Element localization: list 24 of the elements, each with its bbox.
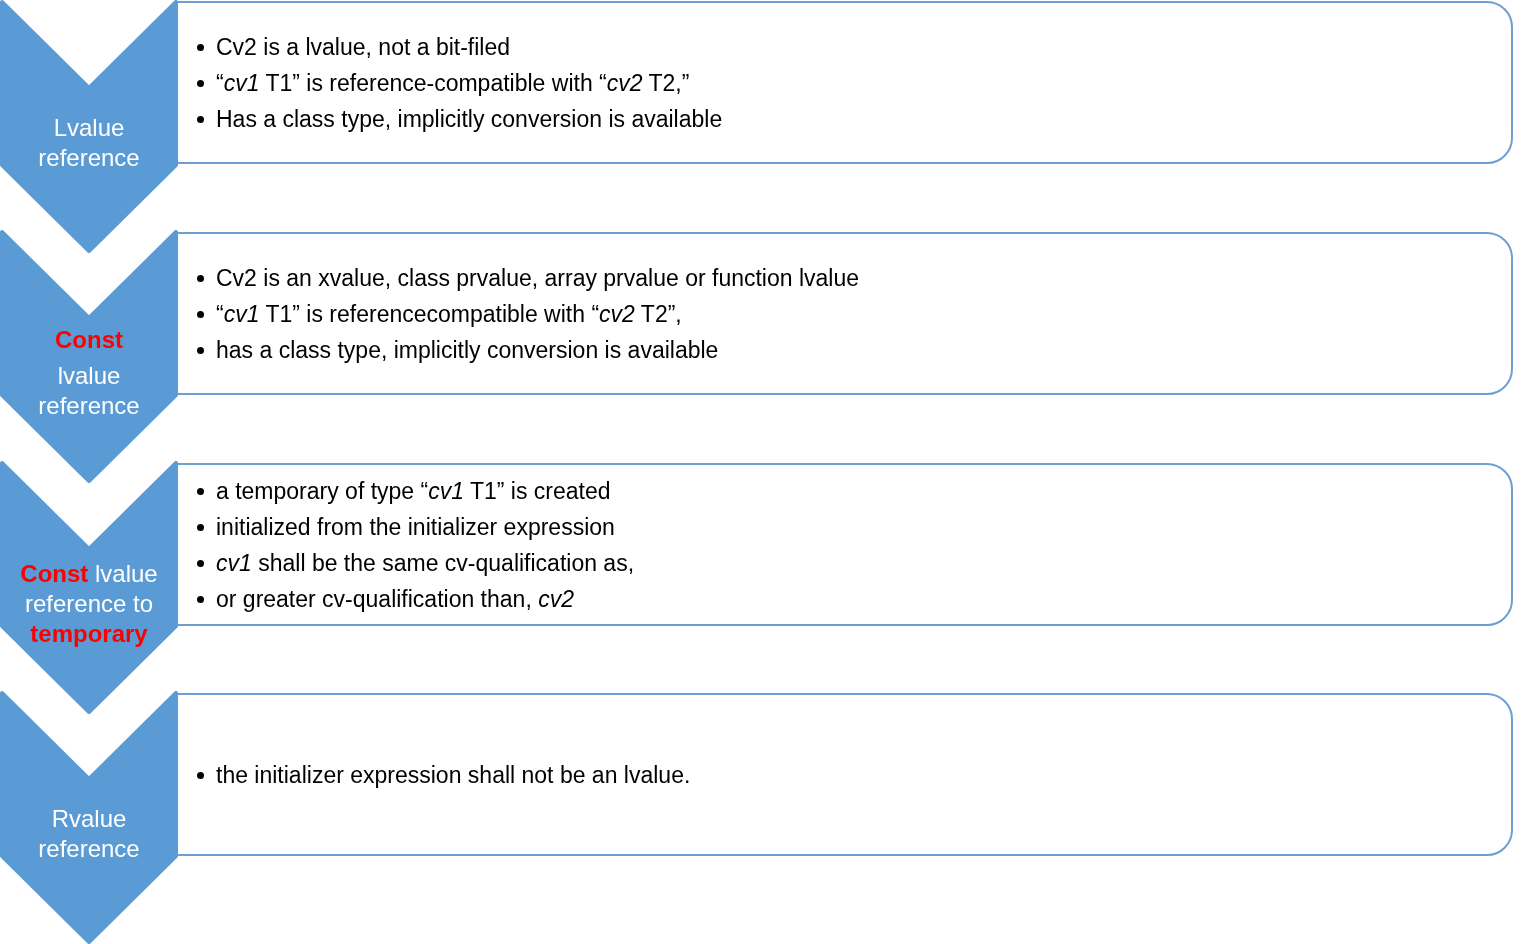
bullet-item: Has a class type, implicitly conversion is available <box>196 100 723 137</box>
bullet-item: a temporary of type “cv1 T1” is created <box>196 472 611 509</box>
chevron-step <box>0 461 178 714</box>
description-panel <box>176 232 1513 395</box>
step-label: Lvalue reference <box>37 112 141 173</box>
bullet-item: or greater cv-qualification than, cv2 <box>196 580 574 617</box>
description-panel <box>176 463 1513 626</box>
step-label: lvalue reference <box>37 360 141 421</box>
bullet-item: “cv1 T1” is reference-compatible with “cv2 T2,” <box>196 64 690 101</box>
chevron-step <box>0 691 178 944</box>
step-label: Rvalue reference <box>37 803 141 864</box>
chevron-step <box>0 0 178 253</box>
bullet-item: Cv2 is an xvalue, class prvalue, array prvalue or function lvalue <box>196 259 860 296</box>
bullet-item: “cv1 T1” is referencecompatible with “cv2 T2”, <box>196 295 682 332</box>
bullet-item: Cv2 is a lvalue, not a bit-filed <box>196 28 511 65</box>
chevron-step <box>0 230 178 483</box>
bullet-item: cv1 shall be the same cv-qualification as, <box>196 544 635 581</box>
bullet-item: has a class type, implicitly conversion is available <box>196 331 719 368</box>
description-panel <box>176 1 1513 164</box>
step-label: Const <box>55 324 123 355</box>
bullet-item: initialized from the initializer expression <box>196 508 615 545</box>
description-panel <box>176 693 1513 856</box>
bullet-item: the initializer expression shall not be an lvalue. <box>196 756 691 793</box>
step-label: Const lvalue reference to temporary <box>19 558 159 649</box>
